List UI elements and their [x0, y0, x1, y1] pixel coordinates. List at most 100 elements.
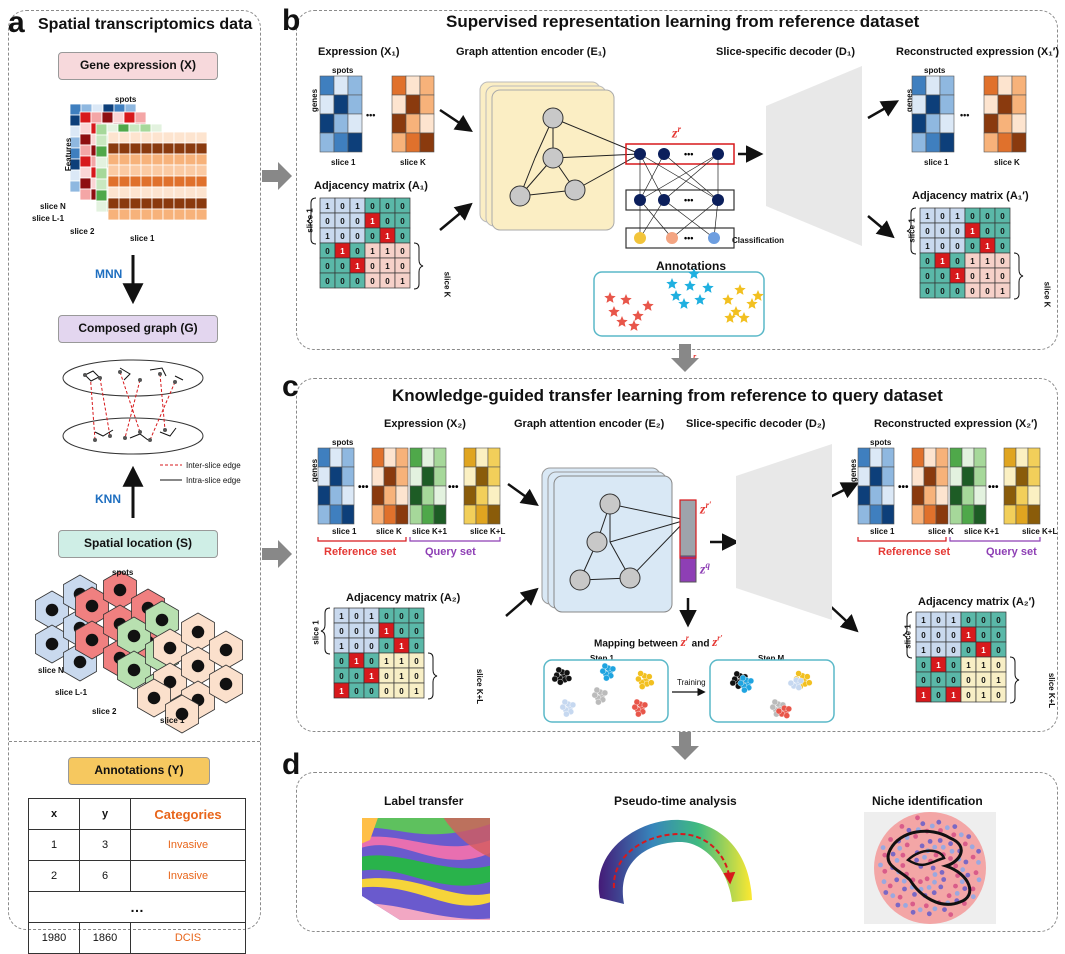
c-mapping-and: and — [691, 638, 710, 650]
table-ellipsis: … — [28, 891, 246, 923]
b-adjo-sliceK-label: slice K — [1042, 281, 1052, 308]
intra-slice-edge-label: Intra-slice edge — [186, 476, 241, 485]
slice-l1-label: slice L-1 — [32, 214, 65, 223]
panel-c-label: c — [282, 370, 299, 403]
transfer-z-sup: r — [693, 352, 697, 361]
c-decoder-label: Slice-specific decoder (D₂) — [686, 418, 826, 430]
composed-graph-pill: Composed graph (G) — [58, 315, 218, 343]
c-recon-spots-label: spots — [870, 438, 892, 447]
table-cell: DCIS — [130, 922, 246, 954]
c-mapping-z1: z — [680, 634, 686, 650]
b-zr-label: zr — [672, 124, 681, 143]
c-bn-slice1: BN(slice 1) — [758, 490, 812, 505]
b-bn-dots: ••• — [803, 160, 813, 170]
b-recon-label: Reconstructed expression (X₁′) — [896, 46, 1060, 58]
c-adjacency-label: Adjacency matrix (A₂) — [346, 592, 461, 604]
gene-expression-pill: Gene expression (X) — [58, 52, 218, 80]
gene-expression-label: Gene expression (X) — [79, 58, 197, 72]
c-mapping-prefix: Mapping between — [594, 638, 678, 650]
b-adj-sliceK-label: slice K — [442, 271, 452, 298]
c-training-label: Training — [677, 678, 706, 687]
b-adjacency-out-label: Adjacency matrix (A₁′) — [912, 190, 1029, 202]
table-cell: 1980 — [28, 922, 80, 954]
c-query-set-label: Query set — [425, 546, 476, 558]
b-bn-slice1: BN(slice1) — [786, 120, 842, 136]
c-step1-label: Step 1 — [590, 654, 615, 663]
c-recon-sliceK1-label: slice K+1 — [964, 527, 999, 536]
b-spots-label: spots — [332, 66, 354, 75]
b-classification-label: Classification — [732, 236, 785, 245]
b-bn-slice2: BN(slice 2) — [786, 142, 842, 158]
b-bn-slice1-label: BN(slice1) — [796, 124, 832, 131]
c-sliceKL-label: slice K+L — [470, 527, 506, 536]
c-bn-sliceK: BN(slice K) — [758, 518, 812, 533]
features-label: Features — [64, 137, 74, 172]
table-cell: 2 — [28, 860, 80, 892]
table-cell: 3 — [79, 829, 131, 861]
c-zr-prime-label: zr′ — [700, 500, 712, 519]
c-mapping-z2-sup: r′ — [717, 634, 723, 643]
c-mapping-z1-sup: r — [685, 634, 689, 643]
c-stepM-label: Step M — [758, 654, 785, 663]
composed-graph-label: Composed graph (G) — [78, 321, 198, 335]
spatial-location-label: Spatial location (S) — [83, 536, 192, 550]
c-bn-slice1-label: BN(slice 1) — [768, 494, 802, 501]
c-recon-query-label: Query set — [986, 546, 1037, 558]
c-genes-label: genes — [310, 458, 320, 483]
knn-label: KNN — [95, 492, 121, 506]
c-recon-label: Reconstructed expression (X₂′) — [874, 418, 1038, 430]
table-cell: Invasive — [130, 860, 246, 892]
c-zq-label: zq — [700, 560, 710, 579]
arrow-c-to-d — [671, 732, 699, 760]
b-bn-slice2-label: BN(slice 2) — [795, 146, 833, 153]
c-recon-genes-label: genes — [849, 458, 859, 483]
table-header-x: x — [28, 798, 80, 830]
table-header-row: x y Categories — [28, 798, 246, 830]
b-recon-sliceK-label: slice K — [994, 158, 1020, 167]
b-recon-spots-label: spots — [924, 66, 946, 75]
c-mapping-z2: z — [712, 634, 718, 650]
slice-n-label: slice N — [40, 202, 66, 211]
c-zr-prime-sup: r′ — [705, 500, 712, 510]
panel-d — [296, 772, 1058, 932]
slice-1-label: slice 1 — [130, 234, 155, 243]
c-bn-sliceK1: BN(slice K+1) — [758, 538, 812, 553]
panel-b-label: b — [282, 4, 301, 37]
b-recon-slice1-label: slice 1 — [924, 158, 949, 167]
mnn-label: MNN — [95, 267, 123, 281]
b-bn-sliceK: BN(slice K) — [786, 178, 842, 194]
spatial-location-pill: Spatial location (S) — [58, 530, 218, 558]
c-adjacency-out-label: Adjacency matrix (A₂′) — [918, 596, 1035, 608]
panel-b-title: Supervised representation learning from … — [446, 12, 920, 31]
table-header-y: y — [79, 798, 131, 830]
panel-c-title: Knowledge-guided transfer learning from … — [392, 386, 943, 405]
c-encoder-label: Graph attention encoder (E₂) — [514, 418, 665, 430]
c-adjo-slice1-label: slice 1 — [903, 624, 913, 649]
c-bn-sliceK-label: BN(slice K) — [767, 522, 803, 529]
table-ellipsis-row: … — [28, 891, 246, 923]
table-cell: 1 — [28, 829, 80, 861]
b-annotations-label: Annotations — [656, 259, 726, 273]
table-row: 1 3 Invasive — [28, 829, 246, 861]
b-zr-sup: r — [677, 124, 681, 134]
b-slice1-label: slice 1 — [331, 158, 356, 167]
c-adj-slice1-label: slice 1 — [311, 620, 321, 645]
c-recon-sliceKL-label: slice K+L — [1022, 527, 1058, 536]
hex-slice-n-label: slice N — [38, 666, 64, 675]
d-label-transfer-title: Label transfer — [384, 794, 464, 808]
c-sliceK1-label: slice K+1 — [412, 527, 447, 536]
b-recon-genes-label: genes — [905, 88, 915, 113]
b-adjo-slice1-label: slice 1 — [907, 218, 917, 243]
c-recon-reference-label: Reference set — [878, 546, 951, 558]
b-adjacency-label: Adjacency matrix (A₁) — [314, 180, 428, 192]
c-recon-slice1-label: slice 1 — [870, 527, 895, 536]
c-spots-label: spots — [332, 438, 354, 447]
b-encoder-label: Graph attention encoder (E₁) — [456, 46, 607, 58]
panel-d-label: d — [282, 748, 301, 781]
table-cell: 6 — [79, 860, 131, 892]
b-bn-sliceK-label: BN(slice K) — [795, 182, 833, 189]
table-header-categories: Categories — [130, 798, 246, 830]
b-expr-dots: ••• — [366, 110, 376, 120]
c-bn-sliceK1-label: BN(slice K+1) — [763, 542, 807, 549]
table-cell: 1860 — [79, 922, 131, 954]
